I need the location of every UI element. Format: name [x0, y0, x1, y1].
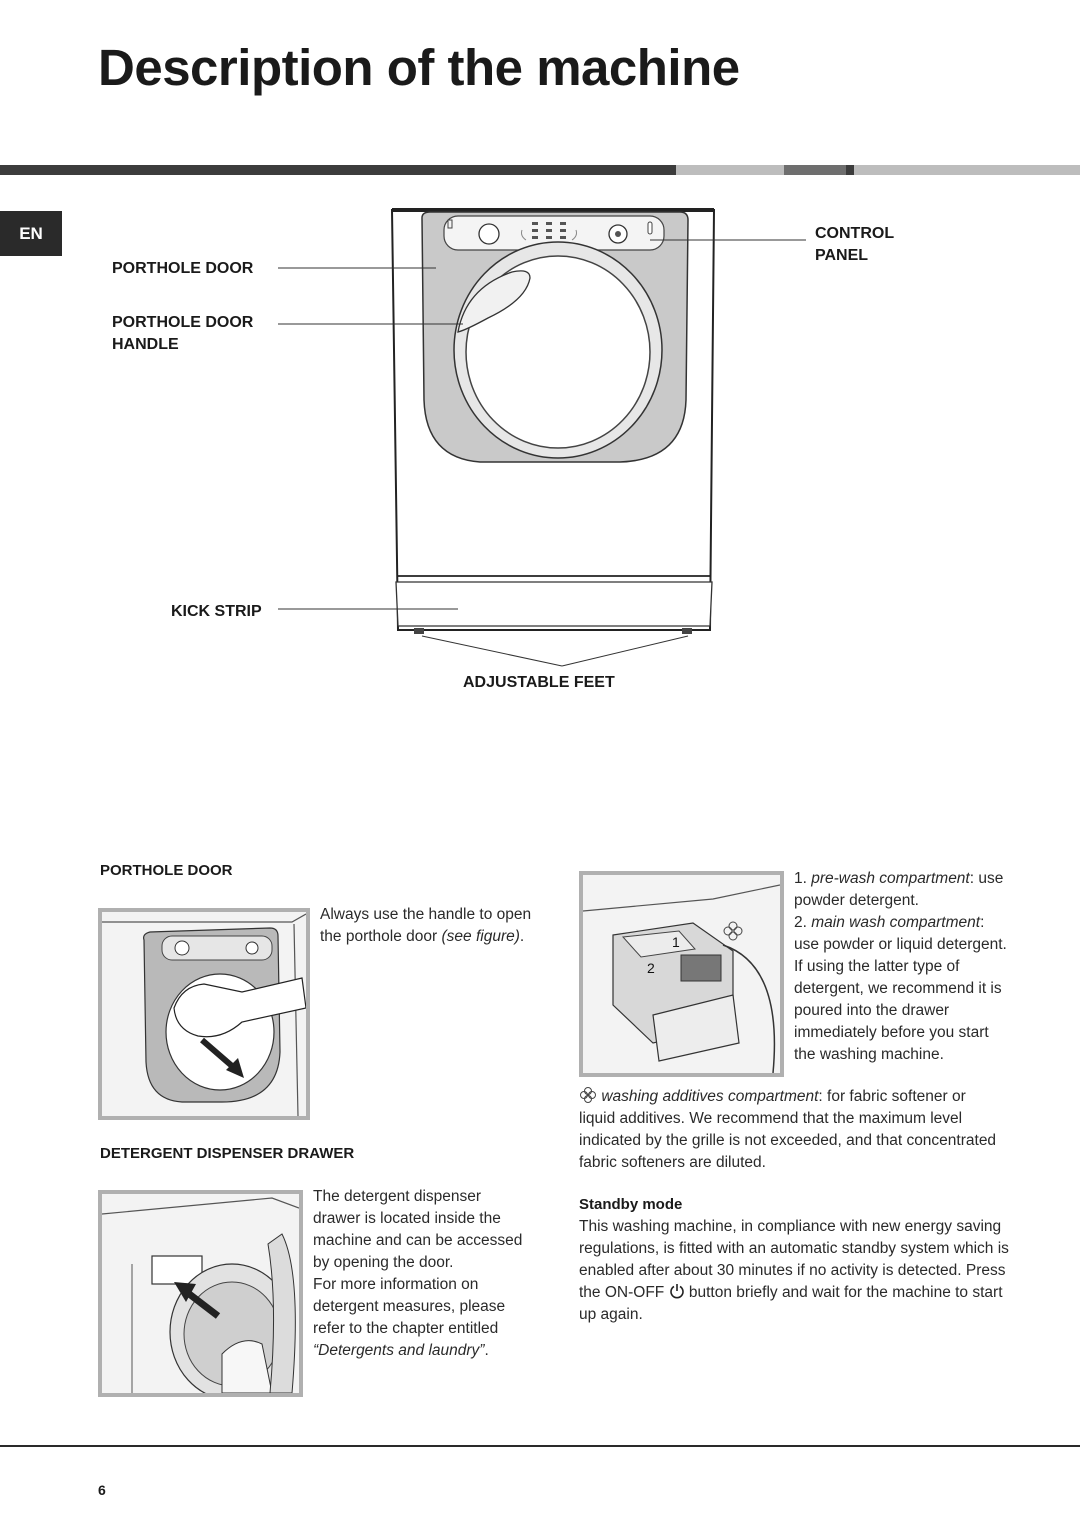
drawer-text-2: For more information on detergent measur…: [313, 1274, 525, 1362]
compartment-list: 1. pre-wash compartment: use powder dete…: [794, 868, 1010, 1066]
footer-rule: [0, 1445, 1080, 1447]
header-bar-dark: [0, 165, 676, 175]
drawer-text-1: The detergent dispenser drawer is locate…: [313, 1188, 523, 1271]
label-control-panel-line2: PANEL: [815, 247, 869, 264]
compartment-item-2-name: main wash compartment: [811, 914, 981, 931]
drawer-text-2-end: .: [484, 1342, 489, 1359]
label-adjustable-feet: ADJUSTABLE FEET: [463, 674, 615, 691]
washing-machine-diagram: [390, 208, 716, 667]
drawer-section-heading: DETERGENT DISPENSER DRAWER: [100, 1145, 355, 1162]
compartment-item-3-text: : for fabric softener or liquid additive…: [579, 1088, 997, 1171]
power-icon: [669, 1284, 684, 1299]
compartment-item-3-name: washing additives compartment: [601, 1088, 819, 1105]
drawer-figure: [102, 1194, 299, 1393]
porthole-door-handle: [457, 270, 531, 333]
porthole-text-italic: (see figure): [441, 928, 520, 945]
kick-strip: [395, 581, 713, 627]
compartment-item-1-name: pre-wash compartment: [811, 870, 970, 887]
compartment-item-2-text: : use powder or liquid detergent. If usi…: [794, 914, 1007, 1063]
page-number: 6: [98, 1482, 106, 1498]
flower-icon: [580, 1087, 596, 1103]
callout-lines: [278, 239, 806, 610]
compartment-item-2: 2. main wash compartment: use powder or …: [794, 912, 1010, 1066]
program-knob: [478, 223, 500, 245]
dispenser-drawer-figure: 1 2: [583, 875, 780, 1073]
main-wash-compartment: [680, 954, 722, 982]
header-bar-light-2: [854, 165, 1080, 175]
dispenser-drawer-photo: 1 2: [579, 871, 784, 1077]
standby-text-part1: This washing machine, in compliance with…: [579, 1218, 1009, 1301]
label-control-panel-line1: CONTROL: [815, 225, 895, 242]
label-porthole-door: PORTHOLE DOOR: [112, 260, 254, 277]
header-bar-dark-2: [846, 165, 854, 175]
compartment-item-1: 1. pre-wash compartment: use powder dete…: [794, 868, 1010, 912]
adjustable-foot-right: [682, 628, 692, 634]
porthole-door-figure: [102, 912, 306, 1116]
adjustable-foot-left: [414, 628, 424, 634]
label-porthole-door-handle-line1: PORTHOLE DOOR: [112, 314, 254, 331]
drawer-text-2-italic: “Detergents and laundry”: [313, 1342, 485, 1359]
header-bar-mid: [784, 165, 846, 175]
porthole-text-part1: Always use the handle to open the portho…: [320, 906, 532, 945]
label-kick-strip: KICK STRIP: [171, 603, 262, 620]
compartment-item-1-text: : use powder detergent.: [794, 870, 1004, 909]
additives-compartment-text: washing additives compartment: for fabri…: [579, 1086, 999, 1174]
standby-text-part2: button briefly and wait for the machine …: [579, 1284, 1003, 1323]
drawer-section-text: The detergent dispenser drawer is locate…: [313, 1186, 525, 1362]
label-porthole-door-handle-line2: HANDLE: [112, 336, 179, 353]
porthole-text-part2: .: [519, 928, 525, 945]
porthole-section-heading: PORTHOLE DOOR: [100, 862, 233, 879]
header-bar-light-1: [676, 165, 784, 175]
drawer-text-2-main: For more information on detergent measur…: [313, 1276, 506, 1337]
language-tab: EN: [0, 211, 62, 256]
standby-text: This washing machine, in compliance with…: [579, 1216, 1024, 1326]
drawer-photo: [98, 1190, 303, 1397]
standby-heading: Standby mode: [579, 1196, 683, 1213]
figure-label-1: 1: [672, 934, 680, 950]
porthole-section-text: Always use the handle to open the portho…: [320, 904, 535, 948]
compartment-item-2-number: 2.: [794, 914, 812, 931]
figure-label-2: 2: [647, 960, 655, 976]
porthole-door-photo: [98, 908, 310, 1120]
compartment-item-1-number: 1.: [794, 870, 812, 887]
page-title: Description of the machine: [98, 39, 740, 96]
